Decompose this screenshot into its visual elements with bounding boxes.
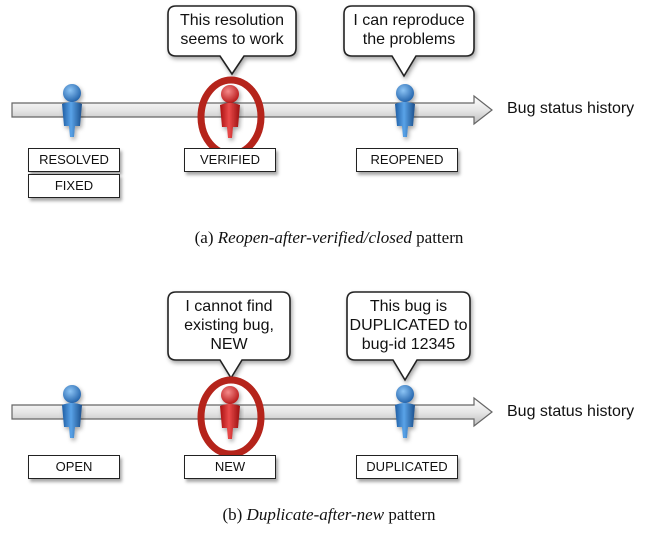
caption-a: (a) Reopen-after-verified/closed pattern — [0, 228, 658, 248]
timeline-label: Bug status history — [507, 403, 635, 420]
callout-line: I cannot find — [185, 298, 273, 315]
callout-text: I can reproduce the problems — [344, 11, 474, 49]
caption-prefix: (b) — [222, 505, 247, 524]
timeline-arrow-icon — [11, 396, 493, 428]
callout-line: This bug is — [369, 298, 448, 315]
person-icon — [395, 385, 415, 438]
panel-b — [11, 291, 493, 458]
person-icon — [220, 386, 240, 439]
callout-bubble — [343, 5, 475, 78]
status-tag-resolved: RESOLVED — [28, 148, 120, 172]
callout-line: bug-id 12345 — [361, 336, 456, 353]
callout-bubble — [346, 291, 471, 382]
status-tag-fixed: FIXED — [28, 174, 120, 198]
callout-bubble — [167, 5, 297, 76]
caption-pattern-name: Reopen-after-verified/closed — [217, 228, 412, 247]
panel-a — [11, 5, 493, 158]
caption-b: (b) Duplicate-after-new pattern — [0, 505, 658, 525]
status-tag-duplicated: DUPLICATED — [356, 455, 458, 479]
callout-line: NEW — [210, 336, 248, 353]
callout-text: This resolution seems to work — [168, 11, 296, 49]
status-tag-open: OPEN — [28, 455, 120, 479]
caption-prefix: (a) — [194, 228, 218, 247]
highlight-ring-icon — [197, 376, 265, 458]
timeline-arrow-icon — [11, 94, 493, 126]
callout-line: the problems — [362, 31, 456, 48]
status-tag-new: NEW — [184, 455, 276, 479]
person-icon — [395, 84, 415, 137]
person-icon — [62, 84, 82, 137]
callout-text: This bug is DUPLICATED to bug-id 12345 — [347, 297, 470, 354]
timeline-label: Bug status history — [507, 100, 635, 117]
callout-line: I can reproduce — [353, 12, 465, 29]
person-icon — [62, 385, 82, 438]
caption-suffix: pattern — [411, 228, 464, 247]
person-icon — [220, 85, 240, 138]
callout-line: existing bug, — [184, 317, 274, 334]
status-tag-verified: VERIFIED — [184, 148, 276, 172]
callout-line: DUPLICATED to — [349, 317, 468, 334]
callout-line: This resolution — [179, 12, 285, 29]
status-tag-reopened: REOPENED — [356, 148, 458, 172]
caption-suffix: pattern — [384, 505, 436, 524]
callout-text: I cannot find existing bug, NEW — [168, 297, 290, 354]
callout-line: seems to work — [180, 31, 284, 48]
callout-bubble — [167, 291, 291, 380]
caption-pattern-name: Duplicate-after-new — [246, 505, 385, 524]
